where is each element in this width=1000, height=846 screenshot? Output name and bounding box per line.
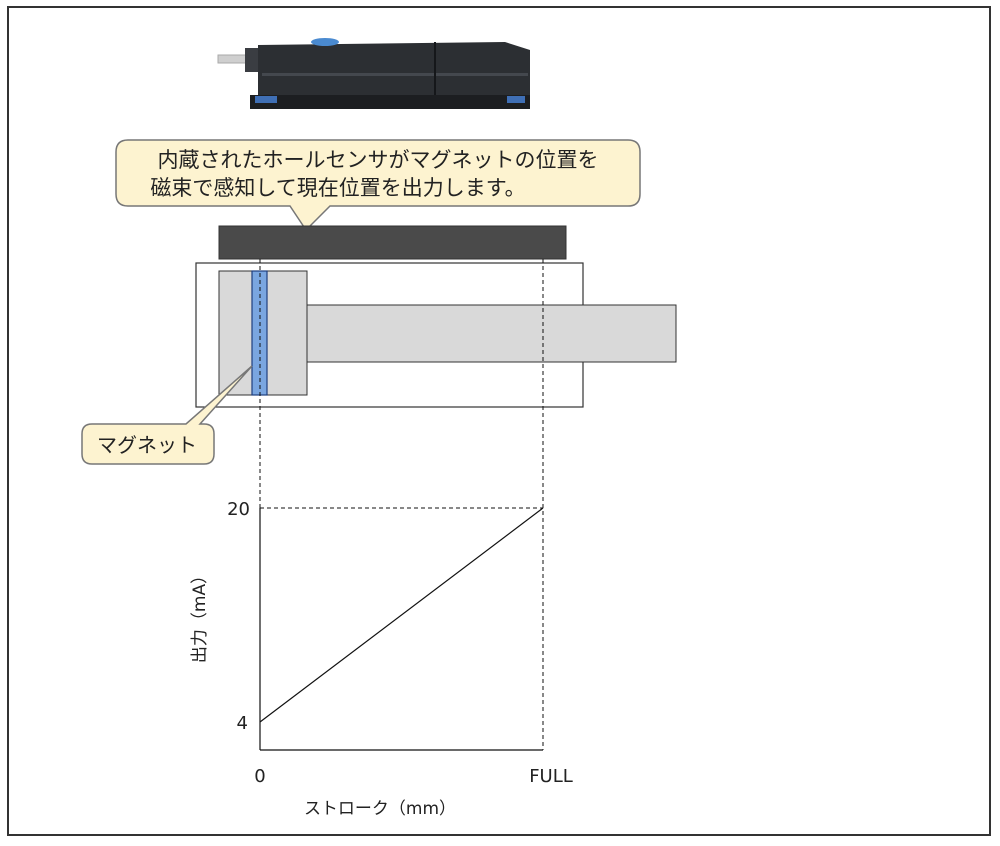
x-tick-0: 0 (254, 766, 265, 787)
piston-rod (306, 304, 677, 363)
y-tick-4: 4 (237, 713, 248, 734)
x-tick-full: FULL (529, 766, 573, 787)
output-series-line (259, 507, 544, 723)
x-axis-label: ストローク（mm） (304, 799, 456, 819)
magnet-callout-label: マグネット (97, 433, 197, 457)
sensor-callout-line2: 磁束で感知して現在位置を出力します。 (150, 176, 525, 200)
y-tick-20: 20 (227, 499, 250, 520)
output-chart: 20 4 0 FULL ストローク（mm） 出力（mA） (190, 499, 573, 819)
sensor-callout-line1: 内蔵されたホールセンサがマグネットの位置を (158, 148, 599, 172)
sensor-device-icon (217, 38, 530, 109)
sensor-callout: 内蔵されたホールセンサがマグネットの位置を 磁束で感知して現在位置を出力します。 (115, 139, 641, 232)
figure-frame (7, 6, 991, 836)
magnet-callout: マグネット (81, 365, 253, 465)
sensor-bar (218, 225, 567, 260)
y-axis-label: 出力（mA） (190, 567, 210, 663)
